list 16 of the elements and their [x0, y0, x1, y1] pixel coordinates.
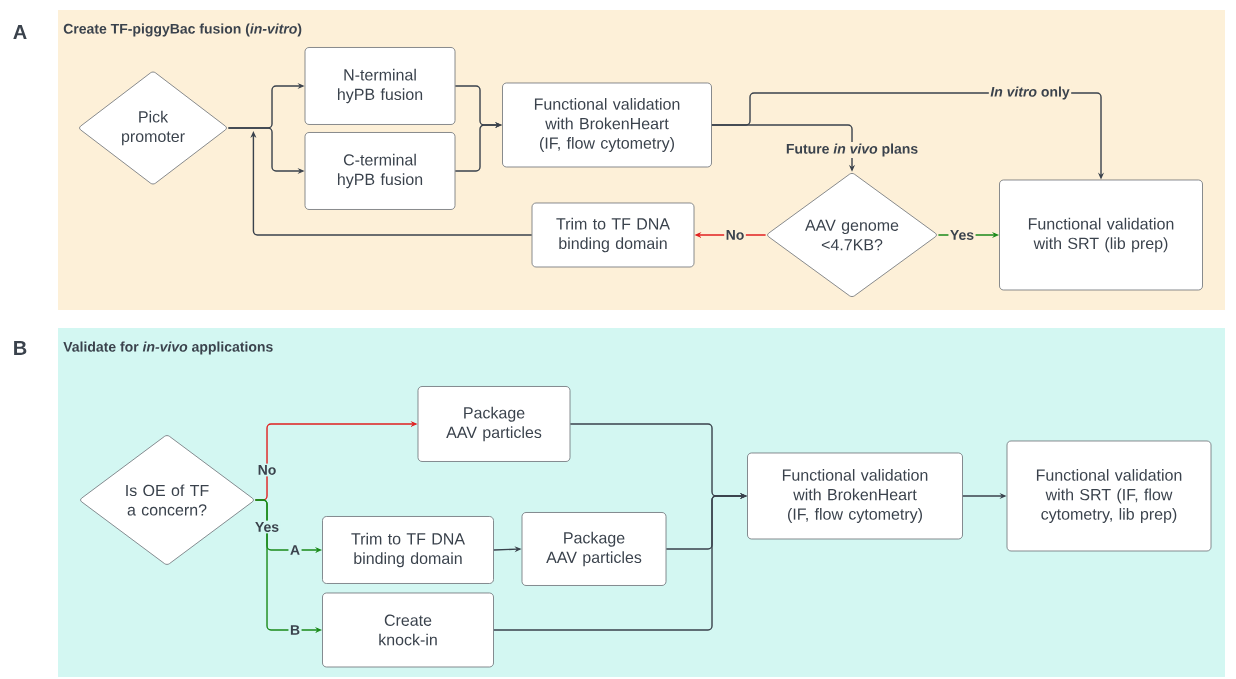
process-box: Functional validation with BrokenHeart (IF, flow cytometry) — [502, 82, 712, 168]
process-box: Package AAV particles — [521, 512, 667, 586]
process-box: Trim to TF DNA binding domain — [531, 202, 695, 268]
process-box: Functional validation with BrokenHeart (IF, flow cytometry) — [747, 452, 963, 540]
panel-letter: A — [13, 25, 27, 39]
process-box: Create knock-in — [322, 592, 494, 668]
process-box: N-terminal hyPB fusion — [304, 47, 456, 125]
process-box: Package AAV particles — [417, 386, 571, 462]
process-box: Functional validation with SRT (lib prep) — [999, 179, 1203, 291]
process-box: C-terminal hyPB fusion — [304, 132, 456, 210]
process-box: Functional validation with SRT (IF, flow cytometry, lib prep) — [1006, 440, 1212, 552]
panel-letter: B — [14, 341, 27, 355]
panel-heading: Validate for in-vivo applications — [63, 341, 273, 355]
process-box: Trim to TF DNA binding domain — [322, 516, 494, 584]
arrow — [250, 131, 533, 236]
panel-heading: Create TF-piggyBac fusion (in-vitro) — [63, 23, 302, 37]
